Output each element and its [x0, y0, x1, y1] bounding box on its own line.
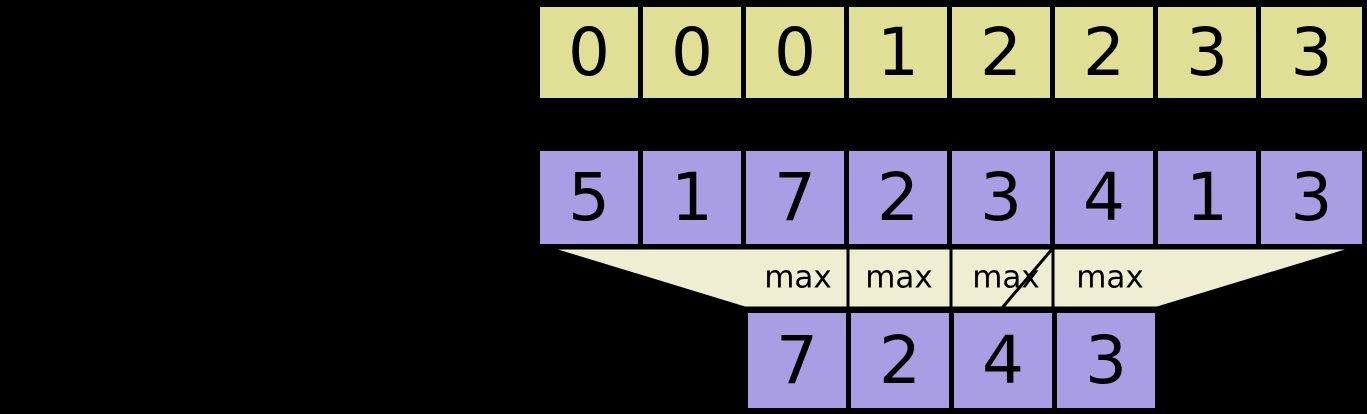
input-cell-4: 3 — [949, 148, 1053, 247]
funnel-label-0: max — [764, 260, 832, 296]
output-cell-2: 4 — [951, 310, 1055, 411]
index-cell-2: 0 — [743, 4, 847, 101]
input-cell-6: 1 — [1155, 148, 1259, 247]
input-cell-7: 3 — [1258, 148, 1365, 247]
output-cell-0: 7 — [745, 310, 849, 411]
input-cell-1: 1 — [640, 148, 744, 247]
funnel-label-2: max — [972, 260, 1040, 296]
funnel-shape-3 — [1051, 246, 1356, 310]
input-cell-3: 2 — [846, 148, 950, 247]
index-cell-3: 1 — [846, 4, 950, 101]
input-cell-2: 7 — [743, 148, 847, 247]
index-cell-4: 2 — [949, 4, 1053, 101]
funnel-divider-slant — [1000, 247, 1055, 309]
index-cell-1: 0 — [640, 4, 744, 101]
index-cell-6: 3 — [1155, 4, 1259, 101]
input-cell-5: 4 — [1052, 148, 1156, 247]
max-funnel-band: max max max max — [0, 246, 1367, 310]
index-cell-5: 2 — [1052, 4, 1156, 101]
output-cell-3: 3 — [1054, 310, 1158, 411]
index-cell-7: 3 — [1258, 4, 1365, 101]
funnel-svg: max max max max — [547, 246, 1356, 310]
input-cell-0: 5 — [537, 148, 641, 247]
output-cell-1: 2 — [848, 310, 952, 411]
funnel-label-3: max — [1076, 260, 1144, 296]
index-cell-0: 0 — [537, 4, 641, 101]
funnel-label-1: max — [865, 260, 933, 296]
